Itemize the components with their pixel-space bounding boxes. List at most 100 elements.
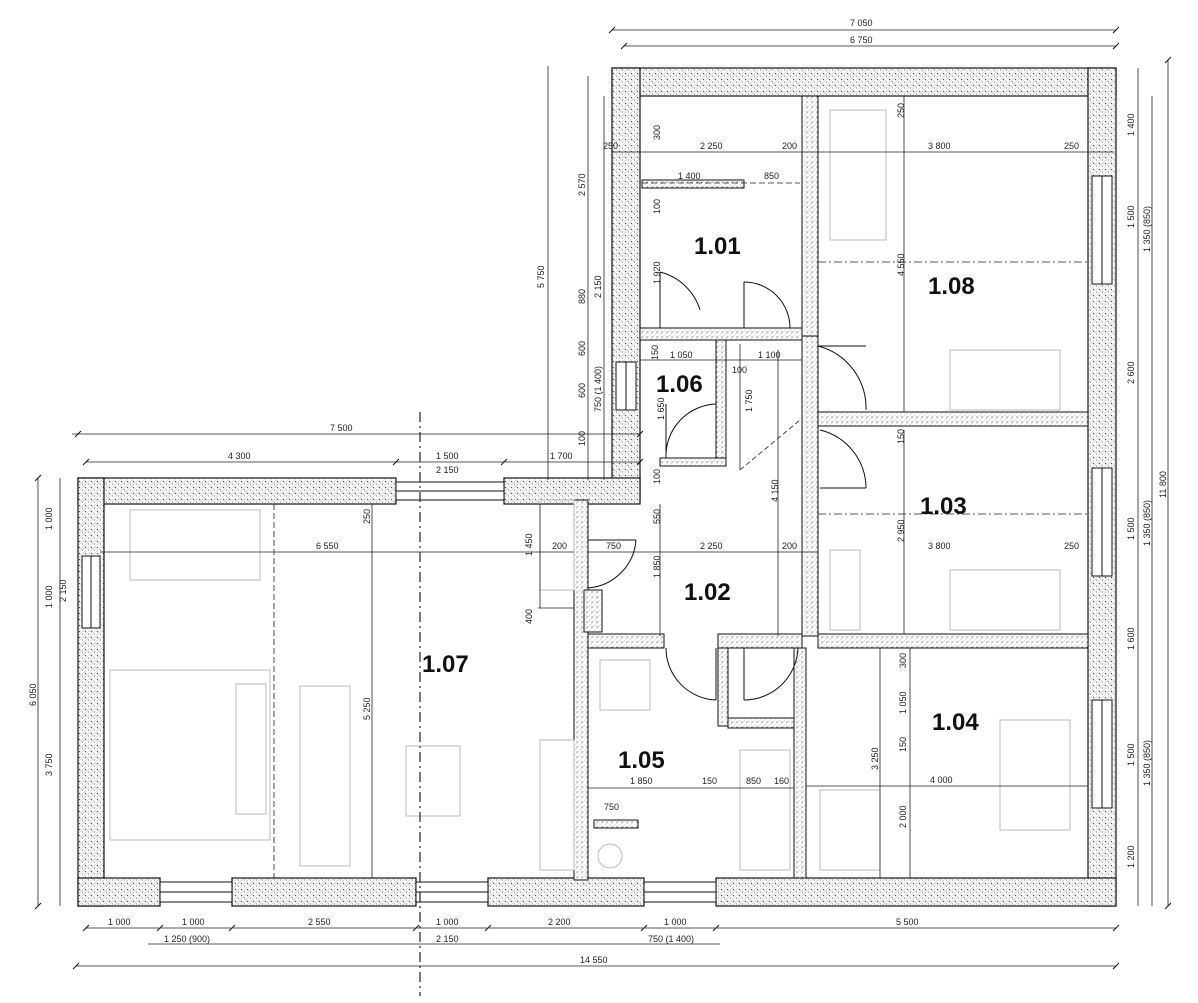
dim-label: 1 920 [652,261,662,284]
dim-label: 7 500 [330,423,353,433]
dim-label: 2 600 [1126,361,1136,384]
room-label-1-06: 1.06 [656,371,703,398]
dim-label: 7 050 [850,18,873,28]
dim-label: 600 [577,383,587,398]
dim-label: 2 150 [436,465,459,475]
dim-label: 100 [732,365,747,375]
dim-label: 3 800 [928,541,951,551]
dim-label: 2 250 [700,541,723,551]
dim-label: 1 400 [678,171,701,181]
dim-label: 5 750 [536,265,546,288]
dim-label: 4 300 [228,451,251,461]
dim-label: 1 400 [1126,113,1136,136]
dim-label: 1 600 [1126,627,1136,650]
dim-label: 150 [898,737,908,752]
dim-label: 1 500 [436,451,459,461]
dim-label: 11 800 [1158,471,1168,498]
dim-label: 2 200 [548,917,571,927]
dim-label: 600 [577,341,587,356]
dim-label: 100 [652,199,662,214]
interior-walls [573,95,1089,881]
dim-label: 100 [577,431,587,446]
dim-label: 750 (1 400) [593,366,603,412]
windows [81,175,1113,903]
dim-label: 750 [606,541,621,551]
dim-label: 200 [782,141,797,151]
dim-label: 1 350 (850) [1142,206,1152,252]
dim-label: 250 [1064,141,1079,151]
dim-label: 1 100 [758,350,781,360]
dim-label: 4 550 [896,253,906,276]
room-label-1-02: 1.02 [684,579,731,606]
dim-label: 1 350 (850) [1142,500,1152,546]
dimension-ticks [34,26,1172,970]
dim-label: 3 800 [928,141,951,151]
dim-label: 1 850 [630,776,653,786]
outer-dimension-lines [37,29,1169,967]
furniture-sketch [109,109,1071,871]
dim-label: 1 050 [898,691,908,714]
dim-label: 550 [652,509,662,524]
dim-label: 2 150 [593,275,603,298]
dim-label: 1 000 [108,917,131,927]
dim-label: 3 250 [870,747,880,770]
dim-label: 2 950 [896,519,906,542]
dim-label: 3 750 [44,753,54,776]
dim-label: 2 150 [58,579,68,602]
inner-dimension-lines [100,96,1114,996]
dim-label: 150 [702,776,717,786]
dim-label: 6 750 [850,35,873,45]
dim-label: 1 000 [182,917,205,927]
dim-label: 300 [652,125,662,140]
dim-label: 1 650 [656,397,666,420]
dim-label: 4 000 [930,775,953,785]
dim-label: 1 050 [670,350,693,360]
dim-label: 2 150 [436,934,459,944]
dim-label: 1 250 (900) [164,934,210,944]
exterior-walls [77,67,1117,907]
dim-label: 2 000 [898,805,908,828]
dim-label: 6 050 [28,683,38,706]
dim-label: 300 [898,653,908,668]
dim-label: 1 200 [1126,845,1136,868]
room-label-1-01: 1.01 [694,233,741,260]
dim-label: 1 700 [550,451,573,461]
dim-label: 6 550 [316,541,339,551]
dim-label: 750 [604,802,619,812]
dim-label: 4 150 [770,479,780,502]
dim-label: 150 [650,345,660,360]
dim-label: 250 [896,103,906,118]
dim-label: 150 [896,429,906,444]
dim-label: 250 [603,141,618,151]
room-label-1-07: 1.07 [422,651,469,678]
dim-label: 850 [764,171,779,181]
dim-label: 750 (1 400) [648,934,694,944]
dim-label: 2 570 [577,173,587,196]
dim-label: 1 450 [524,533,534,556]
dim-label: 1 500 [1126,517,1136,540]
room-label-1-04: 1.04 [932,709,979,736]
dim-label: 1 350 (850) [1142,740,1152,786]
dim-label: 1 750 [744,389,754,412]
dim-label: 200 [782,541,797,551]
room-label-1-03: 1.03 [920,493,967,520]
dim-label: 160 [774,776,789,786]
room-label-1-08: 1.08 [928,273,975,300]
dim-label: 5 250 [362,697,372,720]
dim-label: 1 500 [1126,205,1136,228]
dim-label: 400 [524,609,534,624]
dim-label: 850 [746,776,761,786]
room-labels: 1.01 1.08 1.06 1.03 1.02 1.07 1.04 1.05 [422,233,979,774]
dim-label: 200 [552,541,567,551]
dim-label: 1 000 [44,507,54,530]
dimension-labels: 7 050 6 750 250 2 250 200 300 1 400 850 … [28,18,1168,965]
dim-label: 2 550 [308,917,331,927]
dim-label: 2 250 [700,141,723,151]
dim-label: 1 000 [436,917,459,927]
dim-label: 880 [577,289,587,304]
dim-label: 250 [362,509,372,524]
dim-label: 5 500 [896,917,919,927]
dim-label: 14 550 [580,955,608,965]
doors [587,271,867,701]
